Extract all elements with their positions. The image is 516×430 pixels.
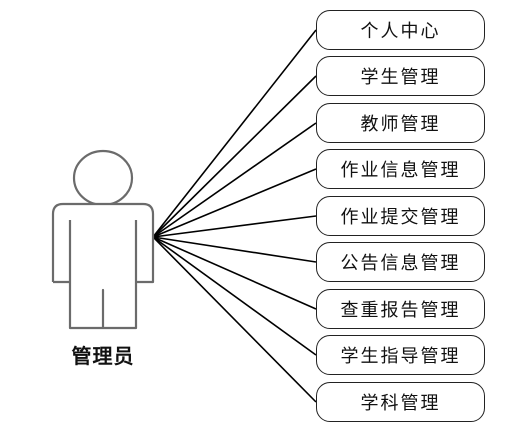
connector-line: [152, 75, 317, 238]
use-case-homework-submission-management[interactable]: 作业提交管理: [316, 196, 485, 236]
connector-line: [152, 215, 317, 238]
use-case-personal-center[interactable]: 个人中心: [316, 10, 485, 50]
connector-lines: [152, 29, 317, 403]
connector-line: [152, 236, 317, 356]
connector-line: [152, 236, 317, 403]
use-case-subject-management[interactable]: 学科管理: [316, 382, 485, 422]
connector-line: [152, 236, 317, 310]
connector-line: [152, 122, 317, 238]
use-case-plagiarism-report-management[interactable]: 查重报告管理: [316, 289, 485, 329]
actor-head: [72, 149, 134, 207]
use-case-teacher-management[interactable]: 教师管理: [316, 103, 485, 143]
connector-line: [152, 168, 317, 238]
connector-line: [152, 236, 317, 263]
use-case-student-guidance-management[interactable]: 学生指导管理: [316, 335, 485, 375]
person-icon: [51, 149, 155, 330]
use-case-announcement-management[interactable]: 公告信息管理: [316, 242, 485, 282]
use-case-student-management[interactable]: 学生管理: [316, 56, 485, 96]
connector-line: [152, 29, 317, 238]
actor-label: 管理员: [71, 344, 135, 368]
use-case-homework-info-management[interactable]: 作业信息管理: [316, 149, 485, 189]
actor-body: [51, 202, 155, 330]
